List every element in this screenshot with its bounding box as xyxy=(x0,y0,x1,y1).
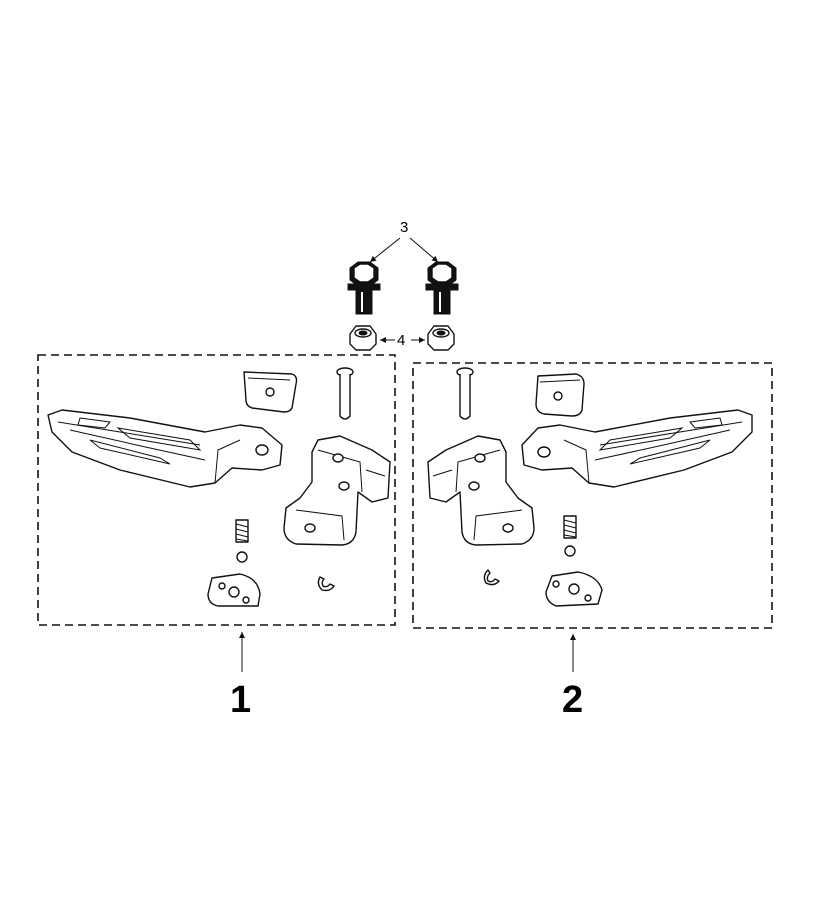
footpeg-left xyxy=(47,409,283,488)
flange-bolt-left xyxy=(347,261,381,315)
spring-left xyxy=(235,519,249,543)
callout-3-label: 3 xyxy=(400,219,408,236)
e-clip-left xyxy=(317,576,335,592)
mount-bracket-right xyxy=(427,435,535,546)
lock-nut-right xyxy=(427,325,455,351)
lock-nut-left xyxy=(349,325,377,351)
callout-1-label: 1 xyxy=(230,679,251,721)
callout-3-leader-right xyxy=(409,237,439,263)
callout-4-label: 4 xyxy=(397,332,405,349)
spring-right xyxy=(563,515,577,539)
mount-bracket-left xyxy=(283,435,391,546)
detent-ball-left xyxy=(236,551,248,563)
detent-ball-right xyxy=(564,545,576,557)
pivot-pin-right xyxy=(456,367,474,420)
callout-2-label: 2 xyxy=(562,679,583,721)
footpeg-right xyxy=(521,409,753,488)
e-clip-right xyxy=(483,569,500,586)
detent-plate-left xyxy=(207,573,261,607)
cover-plate-left xyxy=(243,371,298,413)
flange-bolt-right xyxy=(425,261,459,315)
pivot-pin-left xyxy=(336,367,354,420)
assembly-box-left xyxy=(37,354,396,626)
detent-plate-right xyxy=(545,571,603,607)
right-footpeg-assembly xyxy=(427,367,753,607)
cover-plate-right xyxy=(535,373,585,417)
callout-3-leader-left xyxy=(369,237,401,263)
left-footpeg-assembly xyxy=(47,367,391,607)
